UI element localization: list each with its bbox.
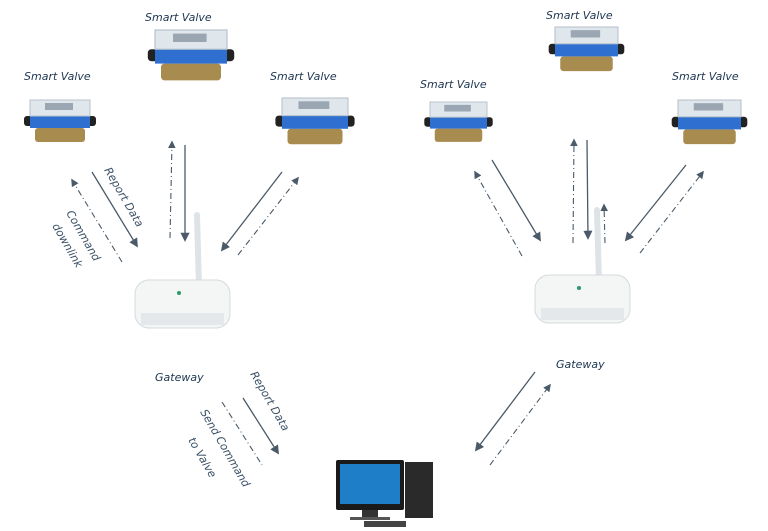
command-arrow bbox=[600, 203, 609, 244]
command-arrow bbox=[237, 176, 299, 256]
valve-label: Smart Valve bbox=[270, 70, 337, 83]
smart-valve-right-3 bbox=[671, 99, 748, 145]
report-arrow bbox=[91, 171, 138, 248]
smart-valve-left-3 bbox=[274, 97, 356, 145]
valve-label: Smart Valve bbox=[546, 9, 613, 22]
smart-valve-right-2 bbox=[548, 26, 625, 72]
report-arrow bbox=[491, 159, 541, 242]
command-arrow bbox=[71, 178, 123, 263]
smart-valve-right-1 bbox=[423, 101, 494, 143]
command-arrow bbox=[474, 170, 523, 257]
valve-label: Smart Valve bbox=[145, 11, 212, 24]
gateway-left bbox=[135, 215, 230, 328]
gateway-label: Gateway bbox=[155, 371, 204, 384]
valve-label: Smart Valve bbox=[672, 70, 739, 83]
gateway-right bbox=[535, 210, 630, 323]
valve-label: Smart Valve bbox=[420, 78, 487, 91]
report-arrow bbox=[624, 164, 687, 242]
report-arrow bbox=[242, 397, 279, 455]
command-arrow bbox=[639, 170, 704, 254]
report-arrow bbox=[220, 171, 283, 252]
report-arrow bbox=[474, 371, 536, 452]
report-arrow bbox=[583, 139, 593, 240]
command-arrow bbox=[489, 383, 551, 466]
smart-valve-left-2 bbox=[147, 29, 235, 82]
gateway-label: Gateway bbox=[556, 358, 605, 371]
command-arrow bbox=[168, 140, 176, 239]
command-arrow bbox=[570, 138, 578, 244]
valve-label: Smart Valve bbox=[24, 70, 91, 83]
send-command-label: Send Command bbox=[197, 407, 253, 490]
report-data-label: Report Data bbox=[247, 369, 292, 434]
smart-valve-left-1 bbox=[23, 99, 97, 143]
computer-icon bbox=[336, 460, 433, 527]
